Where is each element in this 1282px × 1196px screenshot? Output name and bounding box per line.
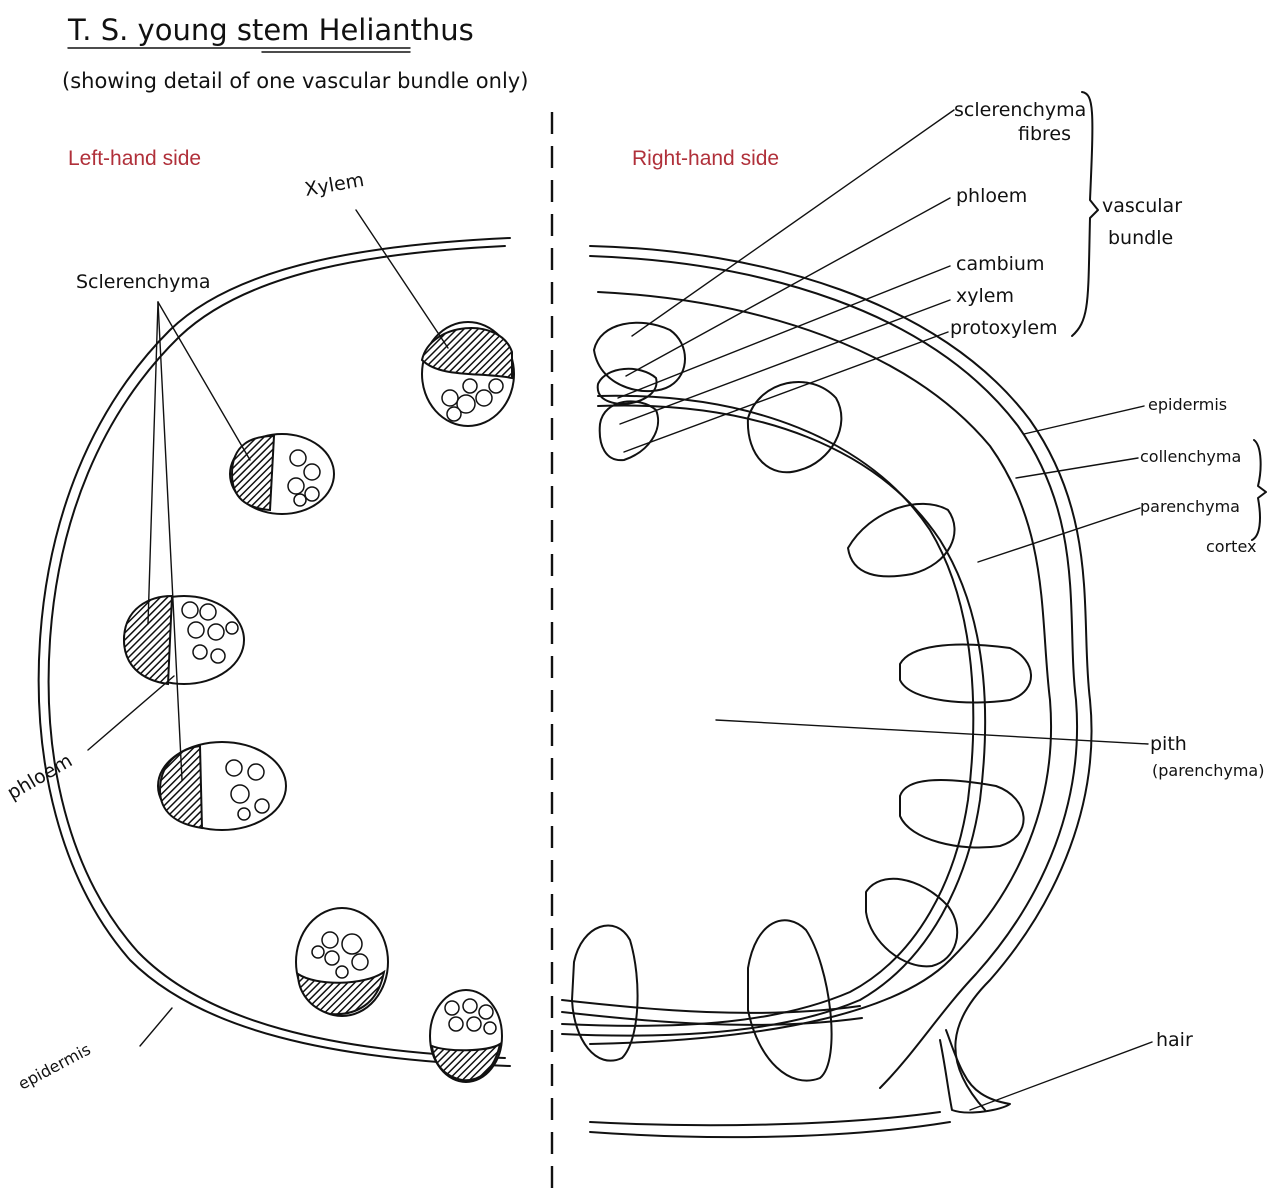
right-label-pith-parenchyma: (parenchyma)	[1152, 761, 1264, 780]
right-label-vascular: vascular	[1102, 195, 1182, 217]
diagram-title: T. S. young stem Helianthus	[67, 13, 474, 47]
left-sclerenchyma-line-1	[158, 302, 250, 460]
right-xylem-line	[620, 300, 950, 424]
left-bundle-5	[296, 908, 388, 1016]
right-label-sclerenchyma: sclerenchyma	[954, 99, 1086, 121]
right-cambium-ring	[562, 406, 985, 1036]
right-lower-line-3	[562, 1000, 860, 1013]
left-epidermis-line	[140, 1008, 172, 1046]
right-side-label: Right-hand side	[632, 147, 779, 170]
left-phloem-line	[88, 676, 174, 750]
right-label-protoxylem: protoxylem	[950, 317, 1058, 339]
left-bundle-1	[422, 322, 514, 426]
right-label-pith: pith	[1150, 733, 1187, 755]
right-label-parenchyma: parenchyma	[1140, 497, 1240, 516]
right-bundles	[572, 323, 1031, 1081]
right-hair	[940, 1030, 1010, 1112]
left-xylem-line	[356, 210, 448, 348]
right-label-cambium: cambium	[956, 253, 1045, 275]
right-label-epidermis: epidermis	[1148, 395, 1227, 414]
right-label-cortex: cortex	[1206, 537, 1256, 556]
right-lower-line-1	[590, 1112, 940, 1125]
diagram-subtitle: (showing detail of one vascular bundle o…	[62, 69, 528, 93]
left-bundle-6	[430, 990, 502, 1082]
right-label-phloem: phloem	[956, 185, 1027, 207]
left-label-sclerenchyma: Sclerenchyma	[76, 271, 210, 293]
left-side-label: Left-hand side	[68, 147, 201, 170]
right-epidermis-line	[1024, 406, 1144, 434]
left-sclerenchyma-line-2	[148, 302, 158, 624]
cortex-brace	[1252, 440, 1266, 540]
right-label-xylem: xylem	[956, 285, 1014, 307]
left-sclerenchyma-line-3	[158, 302, 182, 780]
right-collenchyma-line-label	[1016, 458, 1138, 478]
left-bundle-2	[230, 434, 334, 514]
left-label-phloem: phloem	[4, 750, 77, 805]
right-label-fibres: fibres	[1018, 123, 1071, 145]
right-cambium-line	[618, 266, 950, 398]
vascular-bundle-brace	[1072, 92, 1098, 336]
right-label-hair: hair	[1156, 1029, 1193, 1051]
right-label-bundle: bundle	[1108, 227, 1173, 249]
left-label-xylem: Xylem	[303, 169, 366, 201]
right-label-collenchyma: collenchyma	[1140, 447, 1241, 466]
left-bundle-3	[124, 596, 244, 684]
left-label-epidermis: epidermis	[15, 1040, 94, 1094]
right-pith-line	[716, 720, 1148, 744]
left-bundle-4	[158, 742, 286, 830]
right-epidermis-outer	[590, 246, 1092, 1110]
right-hair-line	[970, 1042, 1152, 1110]
